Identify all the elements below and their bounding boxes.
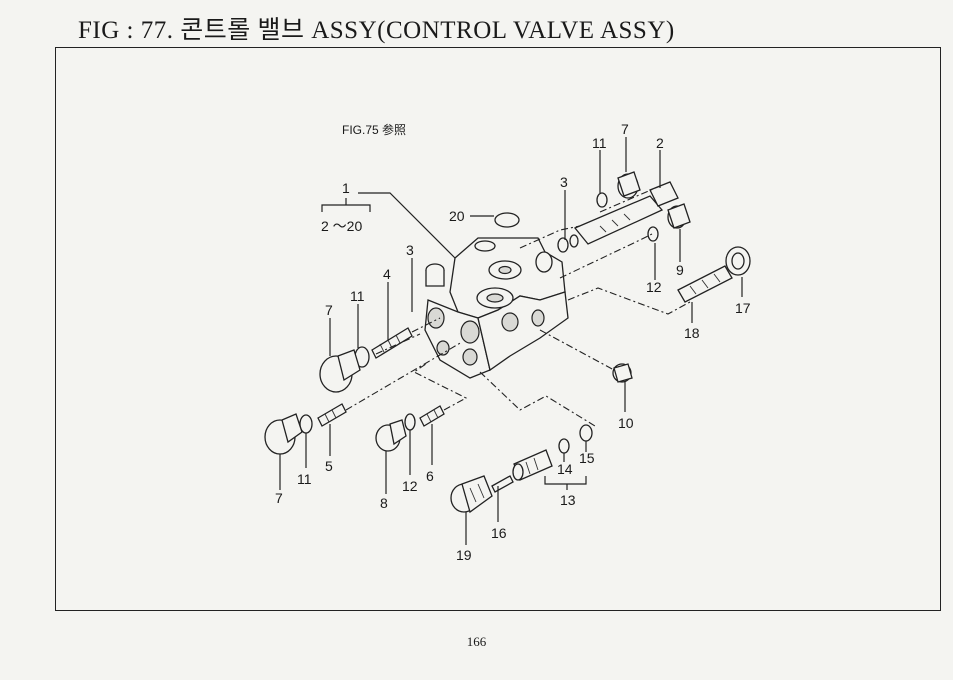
callout-5: 5 [325, 458, 333, 474]
callout-11-left: 11 [350, 288, 365, 304]
relief-assembly [450, 424, 593, 514]
callout-15: 15 [579, 450, 595, 466]
callout-3-top: 3 [560, 174, 568, 190]
o-ring-20 [494, 212, 520, 228]
callout-12-bottom: 12 [402, 478, 418, 494]
plug-10 [612, 363, 633, 383]
callout-10: 10 [618, 415, 634, 431]
callout-17: 17 [735, 300, 751, 316]
callout-12-right: 12 [646, 279, 662, 295]
reference-note: FIG.75 参照 [342, 122, 406, 137]
callout-7-top: 7 [621, 121, 629, 137]
page-title: FIG : 77. 콘트롤 밸브 ASSY(CONTROL VALVE ASSY… [78, 17, 675, 44]
center-lines [345, 185, 691, 427]
leader-lines [279, 137, 743, 545]
callout-7-bottom: 7 [275, 490, 283, 506]
callout-13: 13 [560, 492, 576, 508]
callout-2-top: 2 [656, 135, 664, 151]
callout-3-left: 3 [406, 242, 414, 258]
page-number: 166 [466, 634, 487, 649]
valve-body [424, 237, 569, 379]
callout-20: 20 [449, 208, 465, 224]
callout-16: 16 [491, 525, 507, 541]
callout-2-20: 2 ～20 [321, 218, 362, 234]
callout-8: 8 [380, 495, 388, 511]
spool-assembly-top [557, 171, 691, 253]
callout-14: 14 [557, 461, 573, 477]
callout-9: 9 [676, 262, 684, 278]
callout-6: 6 [426, 468, 434, 484]
callout-4: 4 [383, 266, 391, 282]
callout-11-top: 11 [592, 135, 607, 151]
callout-11-bottom: 11 [297, 471, 312, 487]
callout-18: 18 [684, 325, 700, 341]
spool-18 [677, 246, 751, 303]
callout-1: 1 [342, 180, 350, 196]
callout-7-left: 7 [325, 302, 333, 318]
callouts: 1 2 ～20 20 3 11 7 2 12 9 17 18 3 4 11 7 … [275, 121, 751, 563]
callout-19: 19 [456, 547, 472, 563]
diagram-frame [55, 47, 941, 611]
left-parts [264, 327, 445, 455]
